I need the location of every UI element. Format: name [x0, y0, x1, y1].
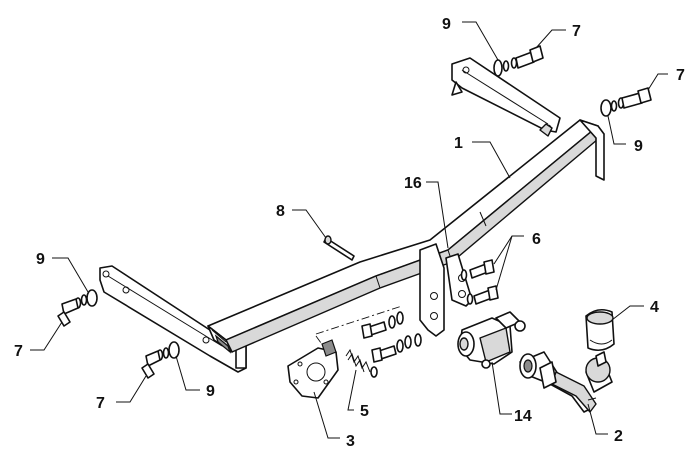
callout-6: 6 — [532, 231, 541, 248]
callout-5: 5 — [360, 403, 369, 420]
callout-7-lower: 7 — [96, 395, 105, 412]
center-bracket — [419, 243, 473, 337]
callout-16: 16 — [404, 175, 422, 192]
alignment-line-upper — [315, 305, 403, 335]
callout-9-top: 9 — [442, 16, 451, 33]
callout-8: 8 — [276, 203, 285, 220]
callout-9-left: 9 — [36, 251, 45, 268]
callout-3: 3 — [346, 433, 355, 450]
fixing-set-left — [57, 289, 98, 327]
callout-1: 1 — [454, 135, 463, 152]
leader-lines — [30, 21, 668, 439]
main-cross-bar — [207, 119, 605, 354]
callout-9-lower: 9 — [206, 383, 215, 400]
fixing-set-right — [600, 87, 652, 117]
callout-9-right: 9 — [634, 138, 643, 155]
right-side-bracket — [451, 57, 561, 137]
callout-labels: 9 7 7 9 1 16 8 6 9 7 7 9 5 3 14 2 4 — [14, 16, 685, 450]
callout-4: 4 — [650, 299, 659, 316]
callout-7-top: 7 — [572, 23, 581, 40]
ball-coupling — [519, 351, 613, 413]
callout-2: 2 — [614, 428, 623, 445]
spring — [345, 348, 378, 378]
pin — [323, 235, 355, 261]
electrical-socket — [457, 311, 526, 369]
fixing-set-lower — [141, 341, 180, 379]
plate-bolts — [361, 311, 422, 363]
socket-plate — [287, 339, 339, 399]
callout-14: 14 — [514, 408, 532, 425]
callout-7-right: 7 — [676, 67, 685, 84]
alignment-line-lower — [315, 335, 327, 351]
fixing-set-top — [493, 45, 544, 77]
ball-cap — [585, 308, 615, 352]
callout-7-left: 7 — [14, 343, 23, 360]
left-side-bracket — [99, 265, 247, 373]
bolt-set — [460, 259, 499, 305]
